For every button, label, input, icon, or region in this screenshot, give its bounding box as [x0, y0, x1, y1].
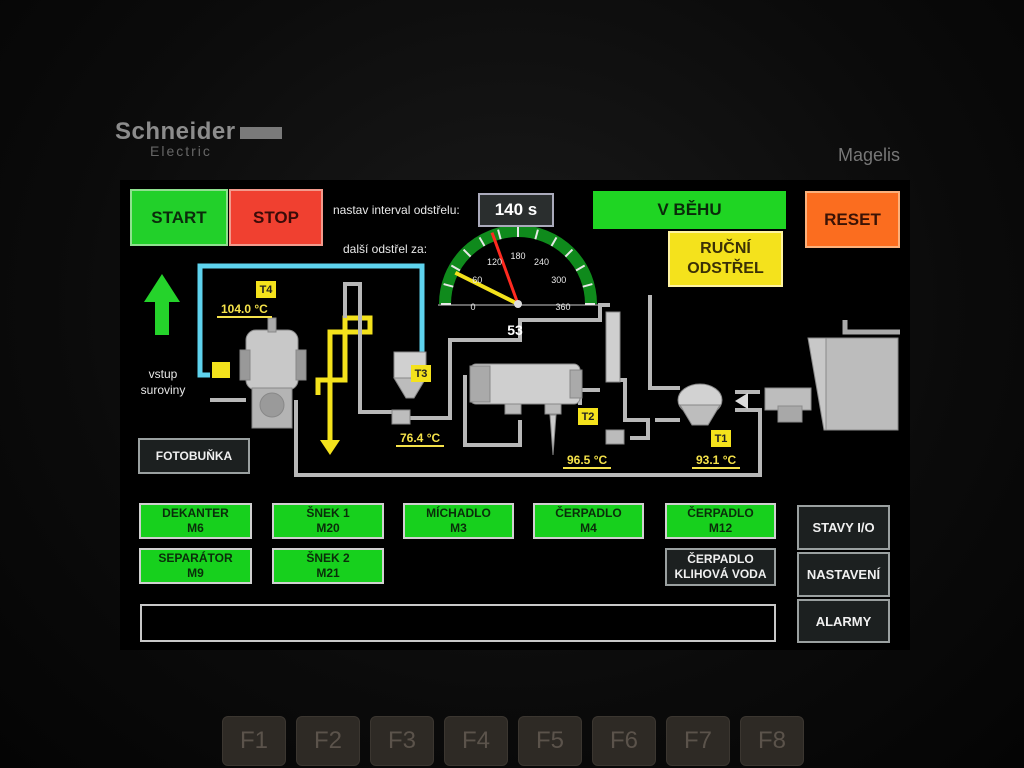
- sensor-tag-t2: T2: [578, 408, 598, 425]
- outlet-arrow: [320, 440, 340, 455]
- f3-key[interactable]: F3: [370, 716, 434, 766]
- interval-gauge: [438, 225, 598, 308]
- photocell-button[interactable]: FOTOBUŇKA: [138, 438, 250, 474]
- motor-code: M20: [316, 521, 340, 535]
- gauge-tick: [534, 229, 539, 240]
- model-label: Magelis: [838, 145, 901, 165]
- temp-t3: 76.4 °C: [396, 431, 445, 447]
- gauge-tick-label: 240: [533, 257, 550, 268]
- gauge-tick: [443, 283, 454, 288]
- status-indicator: V BĚHU: [593, 191, 786, 229]
- separator-t1: [605, 383, 723, 445]
- countdown-value: 53: [507, 322, 523, 338]
- sensor-tag-t4: T4: [256, 281, 276, 298]
- motor-name: ŠNEK 1: [306, 506, 350, 520]
- gauge-tick-label: 120: [486, 257, 503, 268]
- f8-key[interactable]: F8: [740, 716, 804, 766]
- f1-key[interactable]: F1: [222, 716, 286, 766]
- brand-logo: Schneider: [115, 118, 282, 146]
- motor-name: SEPARÁTOR: [158, 551, 233, 565]
- motor-code: M21: [316, 566, 340, 580]
- column: [605, 311, 621, 383]
- gauge-tick-label: 60: [472, 274, 483, 285]
- motor-code: KLIHOVÁ VODA: [674, 567, 767, 581]
- f6-key[interactable]: F6: [592, 716, 656, 766]
- gauge-tick: [564, 248, 574, 258]
- gauge-tick: [462, 248, 472, 258]
- motor-name: ČERPADLO: [687, 552, 754, 566]
- motor-name: ČERPADLO: [555, 506, 622, 520]
- gauge-tick: [450, 264, 461, 272]
- sensor-tag-t3: T3: [411, 365, 431, 382]
- motor-name: ŠNEK 2: [306, 551, 350, 565]
- temp-t1: 93.1 °C: [692, 453, 741, 469]
- motor-code: M4: [580, 521, 597, 535]
- cyclone-t3: [391, 351, 427, 425]
- gauge-tick-label: 180: [510, 251, 526, 261]
- function-keys: F1 F2 F3 F4 F5 F6 F7 F8: [222, 716, 812, 766]
- f5-key[interactable]: F5: [518, 716, 582, 766]
- hot-pipe: [315, 315, 373, 440]
- motor-name: ČERPADLO: [687, 506, 754, 520]
- manual-shot-button[interactable]: RUČNÍ ODSTŘEL: [668, 231, 783, 287]
- stop-button[interactable]: STOP: [229, 189, 323, 246]
- interval-label: nastav interval odstřelu:: [333, 203, 460, 217]
- temp-t2: 96.5 °C: [563, 453, 612, 469]
- countdown-needle: [490, 232, 520, 305]
- message-bar: [140, 604, 776, 642]
- motor-code: M9: [187, 566, 204, 580]
- gauge-tick: [582, 283, 593, 288]
- motor-code: M3: [450, 521, 467, 535]
- f7-key[interactable]: F7: [666, 716, 730, 766]
- gauge-tick: [550, 236, 558, 247]
- feed-arrow: [735, 393, 748, 409]
- motor-name: DEKANTER: [162, 506, 229, 520]
- interval-input[interactable]: 140 s: [478, 193, 554, 227]
- f4-key[interactable]: F4: [444, 716, 508, 766]
- decanter: [469, 363, 583, 456]
- brand-sub: Electric: [150, 143, 212, 159]
- sensor-tag-t1: T1: [711, 430, 731, 447]
- motor-code: M6: [187, 521, 204, 535]
- raw-input-arrow: [144, 274, 180, 335]
- gauge-tick: [497, 229, 502, 240]
- settings-button[interactable]: NASTAVENÍ: [797, 552, 890, 597]
- setpoint-needle: [454, 270, 519, 306]
- reactor-vessel: [239, 317, 307, 429]
- next-shot-label: další odstřel za:: [343, 242, 428, 256]
- gauge-tick-label: 360: [555, 302, 571, 312]
- raw-input-label: vstup suroviny: [140, 367, 186, 397]
- manual-shot-line2: ODSTŘEL: [687, 260, 764, 277]
- manual-shot-line1: RUČNÍ: [700, 240, 751, 257]
- start-button[interactable]: START: [130, 189, 228, 246]
- gauge-tick: [478, 236, 486, 247]
- f2-key[interactable]: F2: [296, 716, 360, 766]
- motor-name: MÍCHADLO: [426, 506, 491, 520]
- motor-code: M12: [708, 521, 733, 535]
- gauge-tick-label: 300: [551, 274, 567, 285]
- gauge-tick-label: 0: [470, 302, 476, 312]
- reset-button[interactable]: RESET: [805, 191, 900, 248]
- vapor-pipe: [197, 263, 425, 378]
- io-states-button[interactable]: STAVY I/O: [797, 505, 890, 550]
- feed-hopper: [764, 320, 900, 431]
- temp-t4: 104.0 °C: [217, 302, 272, 318]
- alarms-button[interactable]: ALARMY: [797, 599, 890, 643]
- gauge-tick: [575, 264, 586, 272]
